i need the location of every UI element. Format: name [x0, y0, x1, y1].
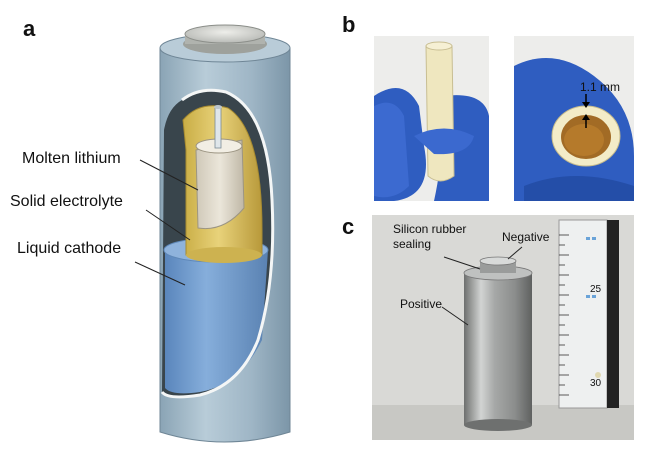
- label-sealing-line2: sealing: [393, 237, 432, 251]
- photo-assembled-cell: [372, 215, 634, 440]
- steel-cell: [463, 256, 533, 431]
- label-solid-electrolyte: Solid electrolyte: [10, 193, 123, 210]
- label-molten-lithium: Molten lithium: [22, 150, 121, 167]
- panel-c-letter: c: [342, 214, 355, 239]
- ruler-number-30: 30: [590, 378, 602, 389]
- ruler-number-25: 25: [590, 284, 602, 295]
- leader-solid-electrolyte: [145, 209, 191, 241]
- ruler: [558, 219, 619, 409]
- panel-a-letter: a: [23, 16, 36, 41]
- thickness-label: 1.1 mm: [580, 80, 621, 94]
- label-sealing: Silicon rubber sealing: [393, 222, 466, 252]
- photo-electrolyte-tube: [374, 36, 489, 201]
- cutaway-edge: [160, 88, 275, 399]
- current-collector: [214, 107, 222, 149]
- label-negative: Negative: [502, 230, 550, 244]
- molten-lithium: [195, 138, 245, 230]
- leader-negative: [507, 246, 523, 260]
- label-sealing-line1: Silicon rubber: [393, 222, 467, 236]
- panel-b-letter: b: [342, 12, 356, 37]
- leader-positive: [441, 306, 469, 326]
- label-liquid-cathode: Liquid cathode: [17, 240, 122, 257]
- photo-tube-cross-section: [514, 36, 634, 201]
- label-positive: Positive: [400, 297, 443, 311]
- top-cap: [183, 24, 267, 54]
- leader-liquid-cathode: [134, 261, 186, 286]
- leader-sealing: [443, 256, 481, 270]
- leader-molten-lithium: [139, 159, 199, 191]
